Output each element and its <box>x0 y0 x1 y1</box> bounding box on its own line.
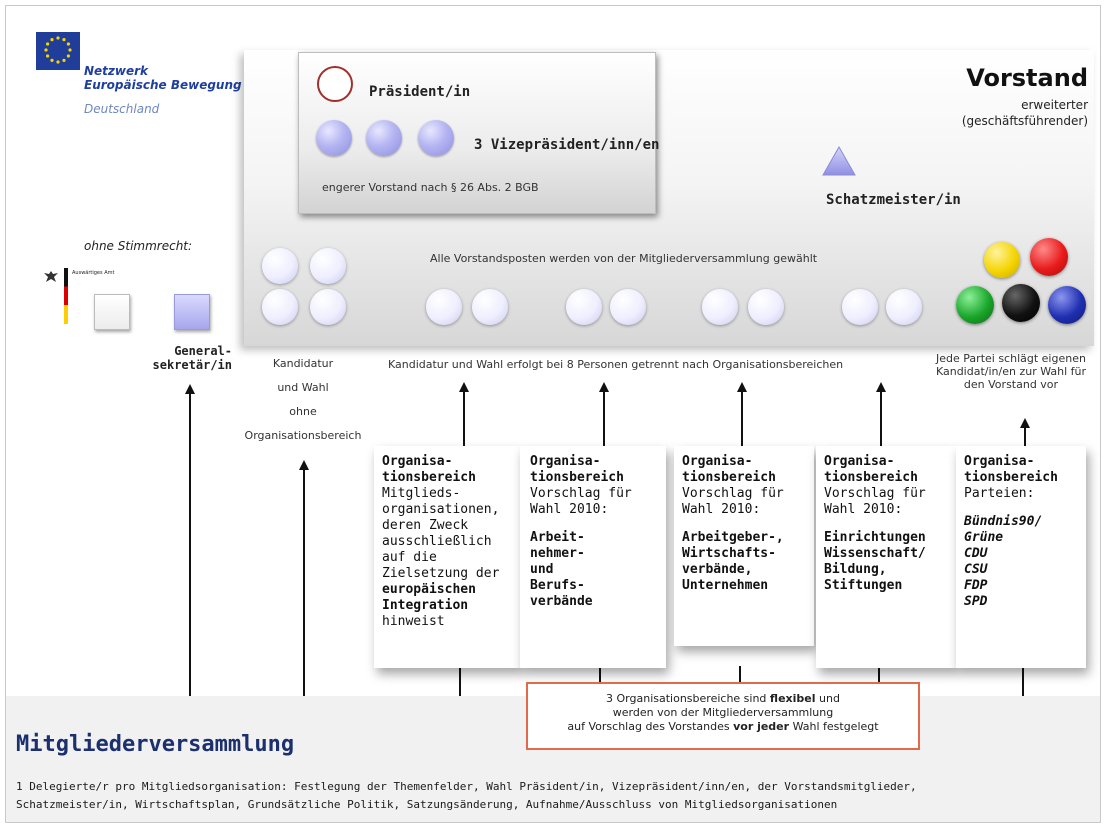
org-area-1: Organisa- tionsbereich Mitglieds- organi… <box>374 446 520 668</box>
federal-eagle-icon <box>44 268 58 287</box>
arrow-org-3 <box>741 390 743 450</box>
german-flag-stripe <box>64 268 68 324</box>
connector-org-3 <box>739 666 741 686</box>
board-member-icon <box>262 248 298 284</box>
org-area-5: Organisa- tionsbereich Parteien: Bündnis… <box>956 446 1086 668</box>
arrow-secretary <box>189 392 191 698</box>
treasurer-icon <box>822 145 856 180</box>
secretary-square <box>174 294 210 330</box>
arrowhead <box>299 460 309 470</box>
org-area-2: Organisa- tionsbereich Vorschlag für Wah… <box>520 446 666 668</box>
board-member-icon <box>310 248 346 284</box>
diagram-frame: Netzwerk Europäische Bewegung Deutschlan… <box>5 5 1101 823</box>
assembly-title: Mitgliederversammlung <box>16 732 295 757</box>
board-member-icon <box>748 289 784 325</box>
eu-flag-logo <box>36 32 80 70</box>
vice-president-icon <box>316 120 352 156</box>
connector-org-2 <box>599 666 601 686</box>
board-member-icon <box>886 289 922 325</box>
party-black-icon <box>1002 284 1040 322</box>
arrow-org-5 <box>1024 426 1026 450</box>
board-member-icon <box>610 289 646 325</box>
board-member-icon <box>310 289 346 325</box>
president-icon <box>317 66 353 102</box>
mid-note: Kandidatur und Wahl erfolgt bei 8 Person… <box>388 358 844 371</box>
president-label: Präsident/in <box>369 84 471 100</box>
arrow-org-2 <box>603 390 605 450</box>
party-red-icon <box>1030 238 1068 276</box>
board-member-icon <box>262 289 298 325</box>
connector-org-5 <box>1022 666 1024 696</box>
assembly-description: 1 Delegierte/r pro Mitgliedsorganisation… <box>16 780 917 811</box>
arrowhead <box>737 382 747 392</box>
arrowhead <box>185 384 195 394</box>
board-member-icon <box>842 289 878 325</box>
connector-org-1 <box>459 666 461 696</box>
board-title: Vorstand <box>966 64 1088 92</box>
inner-board-panel <box>298 52 656 214</box>
arrowhead <box>1020 418 1030 428</box>
board-member-icon <box>472 289 508 325</box>
org-area-3: Organisa- tionsbereich Vorschlag für Wah… <box>674 446 814 646</box>
party-blue-icon <box>1048 286 1086 324</box>
vice-president-icon <box>418 120 454 156</box>
logo-title: Netzwerk Europäische Bewegung <box>84 64 242 92</box>
party-yellow-icon <box>984 242 1020 278</box>
arrowhead <box>599 382 609 392</box>
connector-org-4 <box>878 666 880 686</box>
vice-president-icon <box>366 120 402 156</box>
elected-note: Alle Vorstandsposten werden von der Mitg… <box>430 252 818 265</box>
board-subtitle-2: (geschäftsführender) <box>961 114 1088 128</box>
flex-note-box: 3 Organisationsbereiche sind flexibel un… <box>526 682 920 750</box>
arrowhead <box>876 382 886 392</box>
board-subtitle-1: erweiterter <box>1021 98 1088 112</box>
ministry-label: Auswärtiges Amt <box>72 270 115 276</box>
arrow-org-4 <box>880 390 882 450</box>
board-member-icon <box>426 289 462 325</box>
board-member-icon <box>702 289 738 325</box>
org-area-4: Organisa- tionsbereich Vorschlag für Wah… <box>816 446 956 668</box>
party-green-icon <box>956 286 994 324</box>
no-vote-label: ohne Stimmrecht: <box>84 239 193 253</box>
treasurer-label: Schatzmeister/in <box>826 192 961 208</box>
arrow-candidacy <box>303 468 305 698</box>
board-member-icon <box>566 289 602 325</box>
ministry-delegate-square <box>94 294 130 330</box>
arrowhead <box>459 382 469 392</box>
secretary-label: General-sekretär/in <box>152 344 232 372</box>
inner-board-note: engerer Vorstand nach § 26 Abs. 2 BGB <box>322 181 539 194</box>
vice-president-label: 3 Vizepräsident/inn/en <box>474 137 660 153</box>
logo-subtitle: Deutschland <box>84 102 160 116</box>
arrow-org-1 <box>463 390 465 450</box>
